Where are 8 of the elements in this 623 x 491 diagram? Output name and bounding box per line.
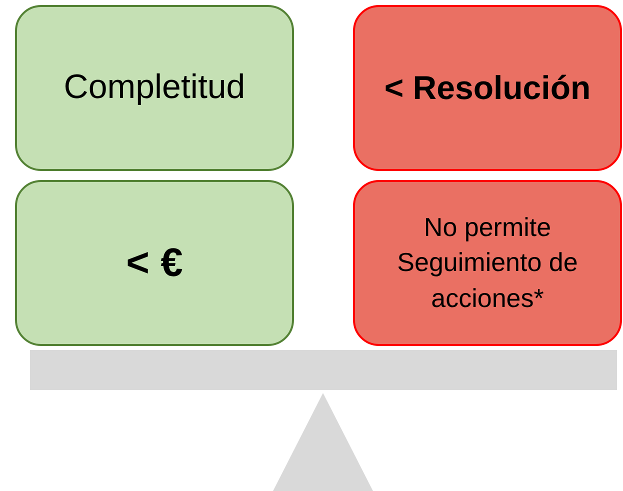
box-text: No permite Seguimiento de acciones* [396, 211, 579, 315]
rounded-box [353, 180, 622, 346]
box-text: Completitud [62, 67, 246, 108]
box-text: < € [125, 240, 184, 287]
rounded-box [15, 5, 294, 171]
rounded-box [353, 5, 622, 171]
rounded-box [15, 180, 294, 346]
box-text: < Resolución [383, 68, 592, 108]
